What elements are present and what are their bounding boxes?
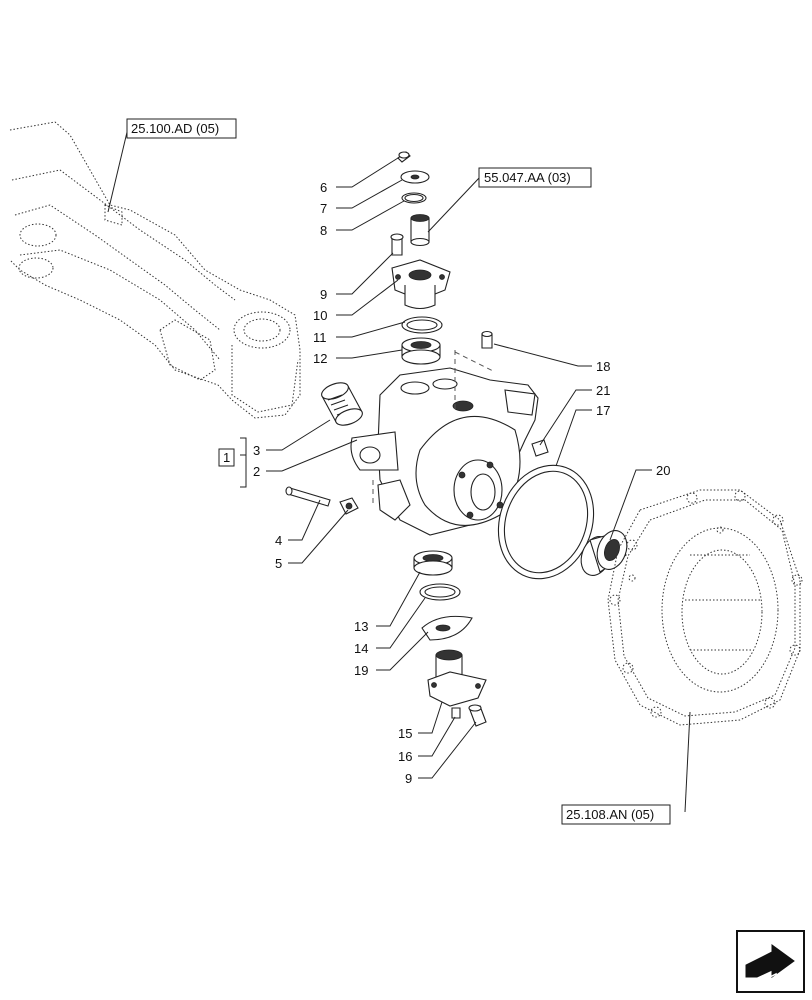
- seal-14: [419, 583, 461, 601]
- grease-fitting-15: [451, 707, 461, 719]
- screw-6: [397, 151, 411, 163]
- callout-19: 19: [354, 663, 368, 678]
- callout-14: 14: [354, 641, 368, 656]
- callout-12: 12: [313, 351, 327, 366]
- next-page-arrow-icon[interactable]: [736, 930, 805, 993]
- ref-sensor[interactable]: 55.047.AA (03): [478, 167, 592, 188]
- callout-5: 5: [275, 556, 282, 571]
- needle-bearing-3: [321, 382, 363, 426]
- callout-3: 3: [253, 443, 260, 458]
- steering-knuckle: [350, 350, 539, 536]
- ref-axle[interactable]: 25.100.AD (05): [126, 118, 237, 139]
- bolt-9-lower: [468, 704, 487, 727]
- kit-label-box: 1: [218, 448, 235, 467]
- bolt-9-upper: [390, 233, 404, 256]
- grease-fitting-18: [481, 330, 493, 349]
- o-ring-17: [497, 464, 595, 580]
- bearing-cone-13: [413, 550, 453, 576]
- lower-pivot-cap: [427, 649, 487, 707]
- nut-5: [339, 497, 359, 515]
- ref-hub[interactable]: 25.108.AN (05): [561, 804, 671, 825]
- callout-6: 6: [320, 180, 327, 195]
- callout-11: 11: [313, 330, 327, 345]
- callout-9-upper: 9: [320, 287, 327, 302]
- seal-11: [401, 316, 443, 334]
- callout-18: 18: [596, 359, 610, 374]
- callout-20: 20: [656, 463, 670, 478]
- ref-sensor-text: 55.047.AA (03): [484, 170, 571, 185]
- callout-4: 4: [275, 533, 282, 548]
- callout-labels: 6 7 8 9 10 11 12 3 2 4 5 13 14 19 15 16 …: [253, 180, 670, 786]
- callout-17: 17: [596, 403, 610, 418]
- callout-8: 8: [320, 223, 327, 238]
- o-ring-8: [401, 192, 427, 204]
- pin-4: [285, 486, 331, 507]
- shim-19: [421, 615, 473, 641]
- kit-label: 1: [223, 450, 230, 465]
- bearing-20: [580, 530, 628, 576]
- bearing-cone-12: [401, 337, 441, 365]
- plug-21: [531, 439, 549, 457]
- sensor-pin: [410, 214, 430, 247]
- callout-21: 21: [596, 383, 610, 398]
- hub-housing-ghost: [607, 489, 803, 726]
- cover-plate-7: [400, 170, 430, 184]
- callout-9-lower: 9: [405, 771, 412, 786]
- ref-axle-text: 25.100.AD (05): [131, 121, 219, 136]
- callout-7: 7: [320, 201, 327, 216]
- ref-hub-text: 25.108.AN (05): [566, 807, 654, 822]
- callout-16: 16: [398, 749, 412, 764]
- leader-lines: [107, 127, 691, 813]
- callout-10: 10: [313, 308, 327, 323]
- upper-pivot-cap-10: [391, 259, 451, 310]
- callout-2: 2: [253, 464, 260, 479]
- callout-15: 15: [398, 726, 412, 741]
- callout-13: 13: [354, 619, 368, 634]
- axle-housing-ghost: [9, 121, 301, 419]
